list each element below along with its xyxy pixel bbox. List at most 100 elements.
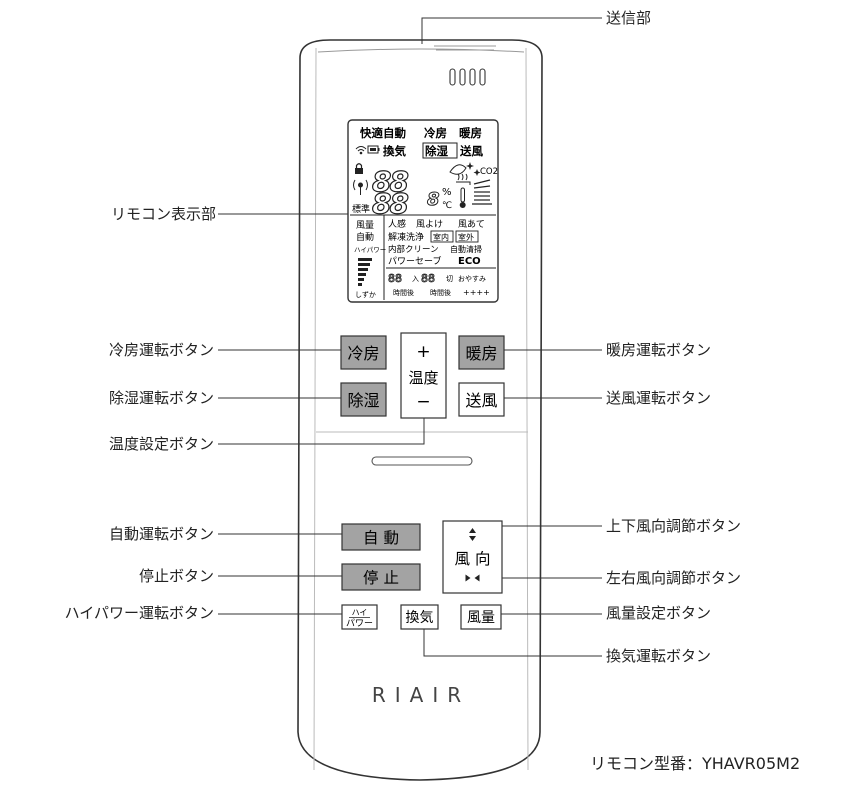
heat-button-label: 暖房 [465,344,497,363]
temp-plus-label: + [416,342,430,362]
lcd-wifi-icon [355,146,367,155]
lcd-mode-heat: 暖房 [459,126,482,140]
lcd-after-time-2: 時間後 [430,288,451,297]
lcd-power-save: パワーセーブ [388,255,441,267]
lcd-auto-label: 自動 [356,231,374,243]
updown-arrow-icon [469,528,476,541]
vane-button[interactable]: 風 向 [442,520,503,594]
lcd-indoor-box [430,230,454,243]
lcd-frame [347,119,499,303]
dry-button[interactable]: 除湿 [340,382,387,417]
lcd-fan-level-bars [358,258,372,286]
lcd-quiet-label: しずか [355,290,376,299]
auto-button-label: 自 動 [363,529,399,547]
lcd-percent-unit: % [442,187,452,198]
cool-button[interactable]: 冷房 [340,335,387,370]
lcd-mode-vent: 換気 [383,144,406,158]
lcd-mode-dry: 除湿 [425,144,448,158]
lcd-indoor-label: 室内 [433,232,449,242]
lcd-lock-icon [355,163,363,174]
label-airflow-button: 風量設定ボタン [606,604,712,622]
lcd-co2-label: CO2 [480,167,498,177]
lcd-mode-comfort-auto: 快適自動 [359,126,406,140]
cool-button-label: 冷房 [347,344,379,363]
dry-button-label: 除湿 [347,391,379,410]
speaker-holes [449,68,486,86]
lcd-celsius-unit: ℃ [442,201,452,211]
label-heat-button: 暖房運転ボタン [606,341,712,359]
transmitter-window [434,45,496,51]
label-temp-button: 温度設定ボタン [108,435,214,453]
lcd-heat-waves-icon [456,173,471,185]
vane-button-label: 風 向 [455,550,491,568]
lcd-sensor-direct: 風あて [458,219,485,230]
label-vent-button: 換気運転ボタン [606,647,712,665]
lcd-dry-box [422,142,458,159]
leader-lines [218,17,602,657]
label-transmitter: 送信部 [606,9,652,27]
temp-button[interactable]: + 温度 − [400,332,447,419]
label-dry-button: 除湿運転ボタン [108,389,214,407]
lcd-mode-fan: 送風 [459,144,483,158]
label-fan-button: 送風運転ボタン [606,389,712,407]
fan-button[interactable]: 送風 [458,382,505,417]
lcd-outdoor-label: 室外 [458,232,474,242]
label-hipower-button: ハイパワー運転ボタン [64,604,214,622]
lcd-airflow-icon [472,179,492,205]
lcd-timer-off-digits: 88 [421,272,435,285]
vent-button[interactable]: 換気 [400,604,439,630]
fan-button-label: 送風 [465,391,497,410]
lcd-sparkle-icon [466,162,481,176]
lcd-after-time-1: 時間後 [393,288,414,297]
lcd-thermometer-icon [459,187,466,208]
lcd-eco-label: ECO [458,256,481,267]
slot-groove [371,456,473,466]
hipower-button[interactable]: ハイ パワー [341,604,378,630]
label-stop-button: 停止ボタン [138,567,214,585]
lcd-sleep-label: おやすみ [458,275,486,283]
lcd-sensor-avoid: 風よけ [416,219,443,230]
lcd-timer-off-label: 切 [446,275,453,283]
lcd-battery-icon [367,145,380,154]
lcd-sensor-human: 人感 [388,218,406,230]
leader-vent [423,629,602,657]
airflow-button[interactable]: 風量 [460,604,502,630]
remote-top-curve [317,48,525,53]
lcd-internal-clean: 内部クリーン [388,244,439,255]
lcd-outdoor-box [455,230,479,243]
heat-button[interactable]: 暖房 [458,335,505,370]
hipower-button-label-1: ハイ [352,608,368,617]
lcd-defrost-wash: 解凍洗浄 [388,231,424,243]
lcd-mode-cool: 冷房 [424,126,447,140]
leader-transmitter [421,17,602,44]
leftright-arrow-icon [465,574,480,582]
auto-button[interactable]: 自 動 [341,523,421,551]
brand-logo: RIAIR [372,683,470,707]
vent-button-label: 換気 [406,610,434,626]
airflow-button-label: 風量 [467,610,495,626]
leader-temp [218,418,425,445]
stop-button-label: 停 止 [363,569,399,587]
model-number: リモコン型番：YHAVR05M2 [590,754,801,773]
lcd-standard-label: 標準 [352,203,370,215]
lcd-airflow-label: 風量 [356,220,374,231]
label-cool-button: 冷房運転ボタン [108,341,214,359]
lcd-signal-icon [353,179,368,195]
lcd-small-digit: 8 [427,189,440,210]
remote-inner-edge-right [525,47,529,771]
label-vane-ud-button: 上下風向調節ボタン [606,517,742,535]
lcd-big-digits-top: 88 [372,165,408,198]
label-vane-lr-button: 左右風向調節ボタン [606,569,742,587]
hipower-button-label-2: パワー [346,618,373,629]
temp-button-label: 温度 [408,369,438,387]
temp-minus-label: − [416,392,430,412]
stop-button[interactable]: 停 止 [341,563,421,591]
lcd-auto-clean: 自動清掃 [450,244,482,254]
lcd-display: 快適自動 冷房 暖房 換気 除湿 送風 標準 88 [347,119,499,303]
lcd-timer-on-label: 入 [412,275,419,283]
lcd-plus-marks: ++++ [463,288,490,297]
lcd-leaf-icon [449,164,467,175]
label-display: リモコン表示部 [110,205,216,223]
label-auto-button: 自動運転ボタン [108,525,214,543]
